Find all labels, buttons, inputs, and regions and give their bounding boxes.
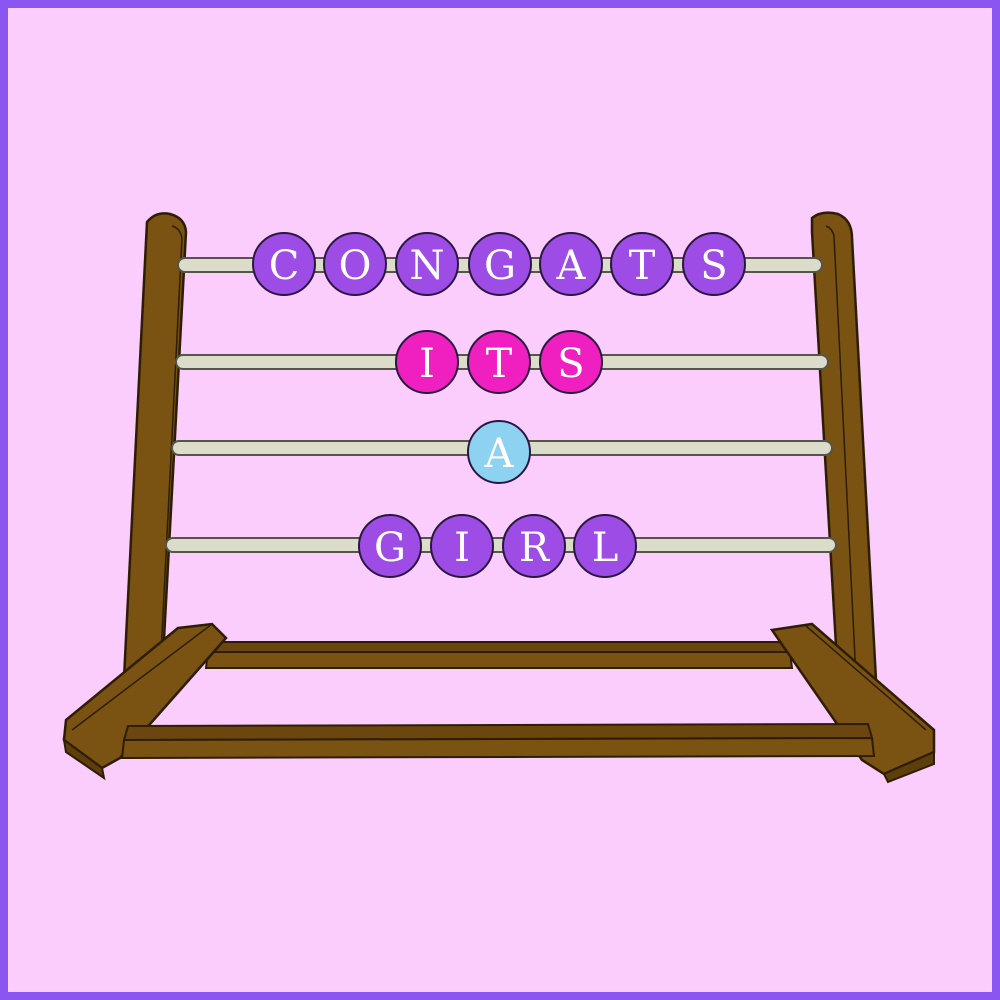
- bead-circle: [323, 232, 387, 296]
- bead: S: [682, 232, 746, 296]
- bead-circle: [430, 514, 494, 578]
- bead-letter: T: [486, 341, 513, 387]
- abacus-right-foot: [769, 622, 936, 784]
- bead-letter: R: [519, 525, 551, 571]
- bead: T: [467, 330, 531, 394]
- bead-letter: T: [629, 243, 656, 289]
- bead: N: [395, 232, 459, 296]
- bead-circle: [539, 330, 603, 394]
- bead: A: [467, 420, 531, 484]
- bead: I: [430, 514, 494, 578]
- bead: O: [323, 232, 387, 296]
- bead-letter: O: [339, 243, 372, 289]
- bead-circle: [395, 330, 459, 394]
- bead-circle: [358, 514, 422, 578]
- bead-letter: N: [410, 243, 445, 289]
- abacus-left-post: [122, 212, 188, 680]
- bead-letter: I: [419, 341, 435, 387]
- bead-letter: G: [484, 243, 516, 289]
- bead-circle: [682, 232, 746, 296]
- bead: G: [468, 232, 532, 296]
- bead-row-a: A: [467, 420, 531, 484]
- bead-circle: [467, 420, 531, 484]
- bead: A: [539, 232, 603, 296]
- bead: C: [252, 232, 316, 296]
- bead: S: [539, 330, 603, 394]
- abacus-back-bar: [204, 641, 794, 669]
- bead-circle: [573, 514, 637, 578]
- abacus-right-post: [810, 211, 878, 682]
- bead-letter: G: [374, 525, 406, 571]
- bead: L: [573, 514, 637, 578]
- bead: I: [395, 330, 459, 394]
- bead-circle: [468, 232, 532, 296]
- bead-circle: [539, 232, 603, 296]
- bead-letter: C: [269, 243, 300, 289]
- bead-letter: I: [454, 525, 470, 571]
- bead-letter: S: [700, 243, 727, 289]
- bead-circle: [395, 232, 459, 296]
- bead-circle: [467, 330, 531, 394]
- bead-letter: A: [556, 243, 587, 289]
- bead: R: [502, 514, 566, 578]
- bead-circle: [252, 232, 316, 296]
- bead-circle: [502, 514, 566, 578]
- bead-letter: A: [484, 431, 515, 477]
- bead: T: [610, 232, 674, 296]
- abacus-left-foot: [62, 622, 228, 781]
- bead-letter: S: [557, 341, 584, 387]
- bead-circle: [610, 232, 674, 296]
- abacus-front-bar: [120, 722, 876, 760]
- rod: [165, 537, 837, 553]
- bead: G: [358, 514, 422, 578]
- bead-letter: L: [592, 525, 619, 571]
